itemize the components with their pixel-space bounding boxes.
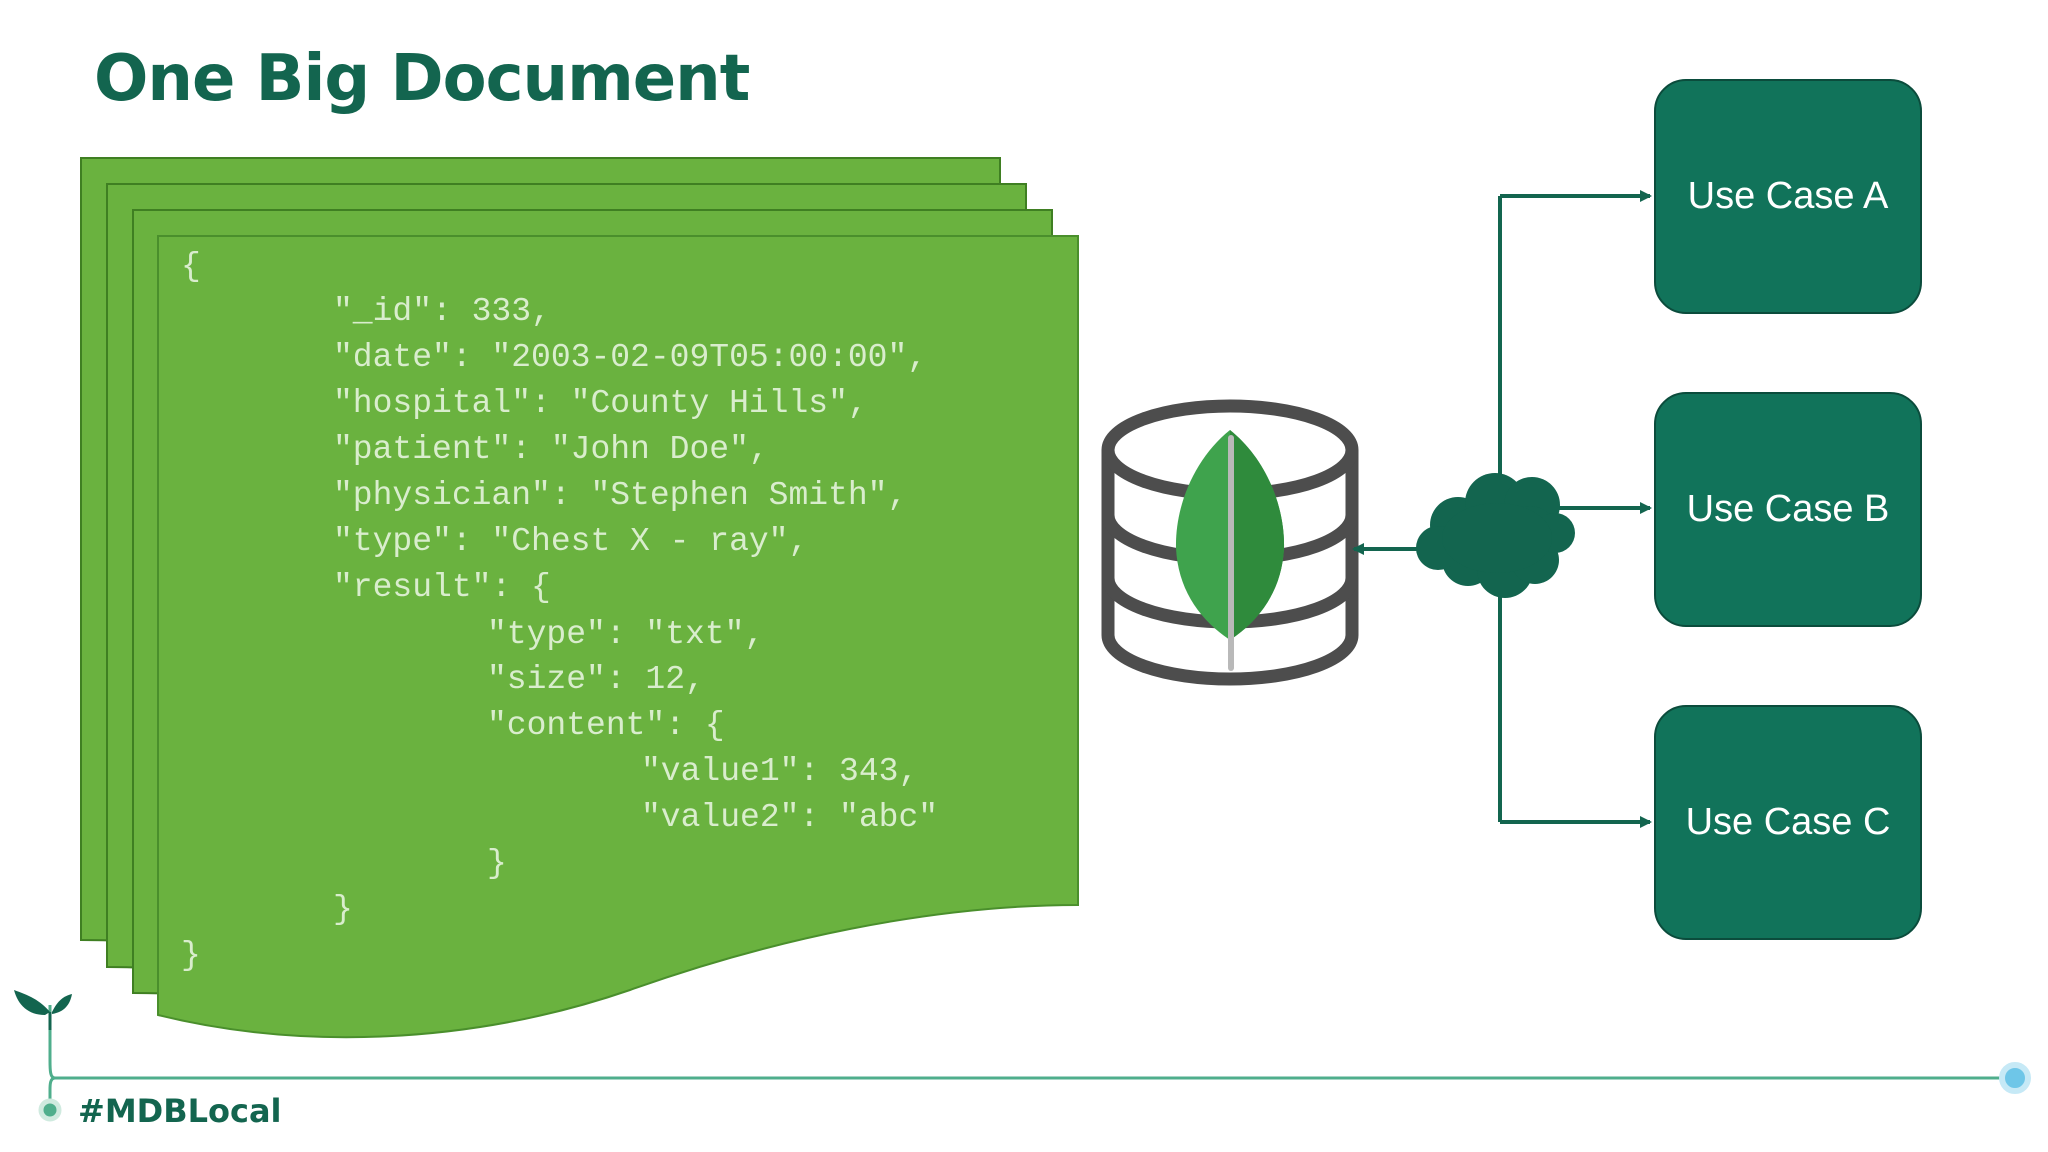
slide-title: One Big Document <box>94 42 750 116</box>
document-line: "type": "txt", <box>487 616 765 653</box>
hashtag-label: #MDBLocal <box>78 1092 282 1130</box>
document-line: "value2": "abc" <box>641 799 939 836</box>
document-line: "value1": 343, <box>641 753 919 790</box>
footer-timeline <box>38 1005 2031 1122</box>
document-line: "_id": 333, <box>333 293 551 330</box>
document-sheet-front <box>157 235 1079 1039</box>
document-stack <box>80 157 1079 1039</box>
use-case-c-label: Use Case C <box>1685 801 1891 843</box>
sprout-icon <box>14 990 72 1030</box>
use-case-b-label: Use Case B <box>1686 488 1890 530</box>
document-line: } <box>487 845 507 882</box>
document-line: { <box>181 248 201 285</box>
document-line: "patient": "John Doe", <box>333 431 769 468</box>
document-line: "date": "2003-02-09T05:00:00", <box>333 339 928 376</box>
document-line: "hospital": "County Hills", <box>333 385 868 422</box>
document-line: "content": { <box>487 707 725 744</box>
document-line: "size": 12, <box>487 661 705 698</box>
document-line: } <box>333 891 353 928</box>
timeline-end-dot <box>1999 1062 2031 1094</box>
use-case-a-label: Use Case A <box>1687 175 1889 217</box>
use-case-c-box: Use Case C <box>1654 705 1922 940</box>
document-line: "physician": "Stephen Smith", <box>333 477 908 514</box>
document-line: "result": { <box>333 569 551 606</box>
document-line: } <box>181 937 201 974</box>
mongodb-leaf-icon <box>1175 430 1285 671</box>
use-case-a-box: Use Case A <box>1654 79 1922 314</box>
document-line: "type": "Chest X - ray", <box>333 523 809 560</box>
use-case-b-box: Use Case B <box>1654 392 1922 627</box>
cloud-icon <box>1416 473 1575 598</box>
